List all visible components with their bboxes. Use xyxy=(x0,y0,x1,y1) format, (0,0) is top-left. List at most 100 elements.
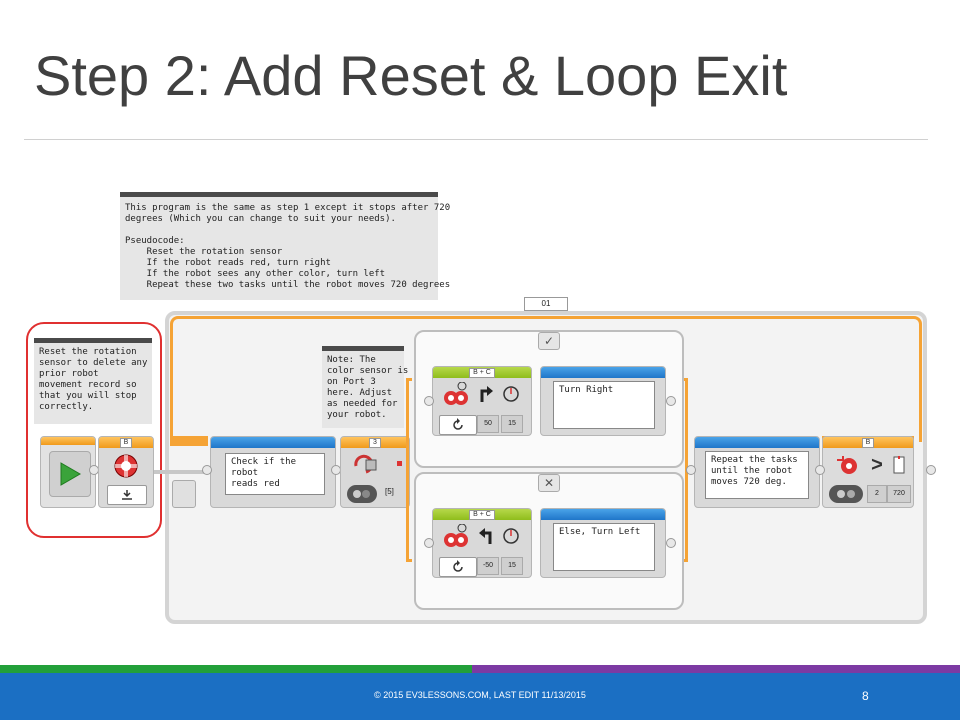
color-sensor-switch-block[interactable]: 3 [5] xyxy=(340,436,410,508)
loop-name-label[interactable]: 01 xyxy=(524,297,568,311)
loop-end-plug xyxy=(926,465,936,475)
loop-orange-bar xyxy=(170,316,922,442)
threshold-icon xyxy=(889,453,909,477)
repeat-comment-line: Repeat the tasks xyxy=(711,455,798,465)
switch-port-header: 3 xyxy=(341,437,409,448)
reset-comment-line: Reset the rotation xyxy=(39,347,137,357)
note-comment-line: here. Adjust xyxy=(327,388,393,398)
repeat-plug-in xyxy=(686,465,696,475)
red-indicator xyxy=(397,461,402,466)
steering-left-header: B + C xyxy=(433,509,531,520)
degrees-value[interactable]: 15 xyxy=(501,415,523,433)
program-comment-line xyxy=(125,225,433,236)
reset-comment-line: movement record so xyxy=(39,380,137,390)
turn-left-comment-text[interactable]: Else, Turn Left xyxy=(553,523,655,571)
cross-icon[interactable]: ✕ xyxy=(538,474,560,492)
case-plug xyxy=(424,396,434,406)
move-steering-left-block[interactable]: B + C -50 15 xyxy=(432,508,532,578)
note-comment-line: on Port 3 xyxy=(327,377,376,387)
turn-right-comment-text[interactable]: Turn Right xyxy=(553,381,655,429)
degrees-value[interactable]: 15 xyxy=(501,557,523,575)
note-comment-line: as needed for xyxy=(327,399,398,409)
turn-right-comment-block[interactable]: Turn Right xyxy=(540,366,666,436)
degrees-icon xyxy=(499,525,523,547)
turn-left-comment-block[interactable]: Else, Turn Left xyxy=(540,508,666,578)
program-comment-line: If the robot reads red, turn right xyxy=(125,258,331,268)
motor-rotation-compare-icon xyxy=(833,453,863,479)
sequence-wire xyxy=(154,470,214,474)
exit-port-header: B xyxy=(823,437,913,448)
case-plug xyxy=(666,396,676,406)
reset-comment-line: correctly. xyxy=(39,402,94,412)
program-comment-line: If the robot sees any other color, turn … xyxy=(125,269,386,279)
note-comment-line: color sensor is xyxy=(327,366,409,376)
mode-selector-icon[interactable] xyxy=(439,415,477,435)
program-comment-line: degrees (Which you can change to suit yo… xyxy=(125,214,396,224)
repeat-comment-line: moves 720 deg. xyxy=(711,477,787,487)
program-comment-line: Pseudocode: xyxy=(125,236,185,246)
motor-rotation-icon xyxy=(109,453,143,479)
steering-right-header: B + C xyxy=(433,367,531,378)
compare-mode-icon[interactable] xyxy=(829,485,863,503)
start-block[interactable] xyxy=(40,436,96,508)
reset-mode-icon[interactable] xyxy=(107,485,147,505)
turn-right-arrow-icon xyxy=(477,383,495,405)
footer-bar xyxy=(0,673,960,720)
check-comment-line: Check if the robot xyxy=(231,457,297,478)
checkmark-icon[interactable]: ✓ xyxy=(538,332,560,350)
play-triangle-icon[interactable] xyxy=(49,451,91,497)
comment-block-header xyxy=(541,367,665,378)
threshold-value[interactable]: 720 xyxy=(887,485,911,503)
reset-comment-line: that you will stop xyxy=(39,391,137,401)
switch-left-bar xyxy=(406,378,412,562)
reset-comment-line: prior robot xyxy=(39,369,99,379)
motor-rotation-reset-block[interactable]: B xyxy=(98,436,154,508)
loop-exit-condition-block[interactable]: B > 2 720 xyxy=(822,436,914,508)
case-plug xyxy=(666,538,676,548)
program-comment-line: Repeat these two tasks until the robot m… xyxy=(125,280,451,290)
program-description-comment[interactable]: This program is the same as step 1 excep… xyxy=(120,192,451,300)
repeat-comment-line: until the robot xyxy=(711,466,793,476)
move-steering-right-block[interactable]: B + C 50 15 xyxy=(432,366,532,436)
footer-purple-stripe xyxy=(472,665,960,673)
check-comment-line: reads red xyxy=(231,479,280,489)
note-comment-line: your robot. xyxy=(327,410,387,420)
note-comment-line: Note: The xyxy=(327,355,376,365)
steering-motor-icon xyxy=(441,381,471,409)
loop-start-orange xyxy=(170,436,208,446)
program-comment-line: This program is the same as step 1 excep… xyxy=(125,203,451,213)
footer-green-stripe xyxy=(0,665,472,673)
compare-type-value[interactable]: 2 xyxy=(867,485,887,503)
comment-block-header xyxy=(211,437,335,448)
greater-than-icon: > xyxy=(871,453,883,476)
check-plug-in xyxy=(202,465,212,475)
slide-title: Step 2: Add Reset & Loop Exit xyxy=(34,44,788,107)
degrees-icon xyxy=(499,383,523,405)
reset-highlight-outline xyxy=(26,322,162,538)
steering-value[interactable]: 50 xyxy=(477,415,499,433)
mode-selector-icon[interactable] xyxy=(439,557,477,577)
program-comment-line: Reset the rotation sensor xyxy=(125,247,283,257)
steering-value[interactable]: -50 xyxy=(477,557,499,575)
footer-copyright: © 2015 EV3LESSONS.COM, LAST EDIT 11/13/2… xyxy=(374,690,586,700)
case-plug xyxy=(424,538,434,548)
reset-comment-line: sensor to delete any xyxy=(39,358,148,368)
start-header xyxy=(41,437,95,445)
exit-plug-in xyxy=(815,465,825,475)
loop-start-stub xyxy=(172,480,196,508)
switch-value[interactable]: [5] xyxy=(385,487,394,496)
page-number: 8 xyxy=(862,689,869,703)
turn-left-arrow-icon xyxy=(477,525,495,547)
reset-port-header: B xyxy=(99,437,153,448)
steering-motor-icon xyxy=(441,523,471,551)
title-divider xyxy=(24,139,928,140)
comment-block-header xyxy=(695,437,819,448)
measure-mode-icon[interactable] xyxy=(347,485,377,503)
comment-block-header xyxy=(541,509,665,520)
